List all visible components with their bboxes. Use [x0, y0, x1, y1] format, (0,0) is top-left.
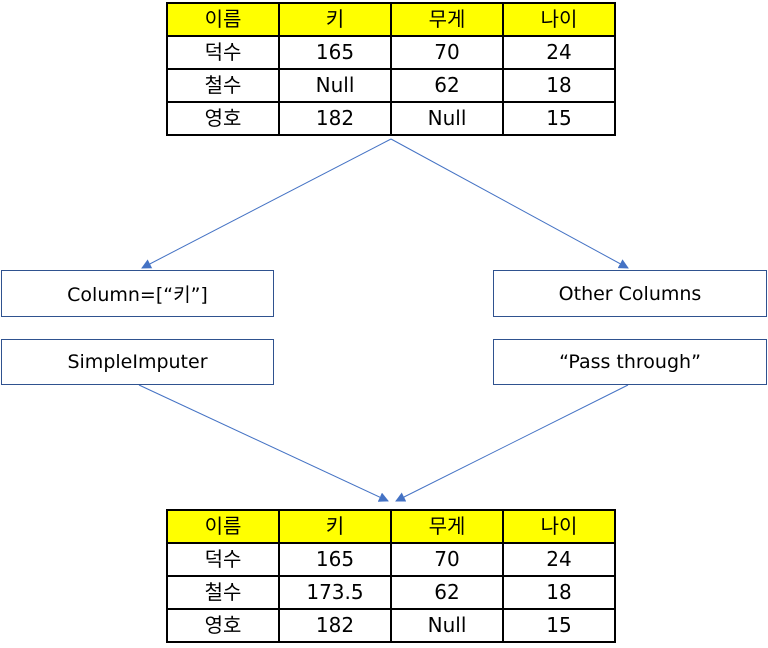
table-row: 영호 182 Null 15: [166, 608, 616, 643]
table-cell: 15: [502, 101, 616, 136]
input-header-name: 이름: [166, 2, 280, 37]
output-header-name: 이름: [166, 509, 280, 544]
table-cell: 62: [390, 68, 504, 103]
table-row: 철수 173.5 62 18: [166, 575, 616, 610]
table-cell: 철수: [166, 575, 280, 610]
table-row: 덕수 165 70 24: [166, 542, 616, 577]
table-cell: 24: [502, 542, 616, 577]
table-row: 철수 Null 62 18: [166, 68, 616, 103]
table-cell: 173.5: [278, 575, 392, 610]
output-table-header-row: 이름 키 무게 나이: [166, 509, 616, 544]
table-cell: 18: [502, 575, 616, 610]
output-header-weight: 무게: [390, 509, 504, 544]
table-cell: 15: [502, 608, 616, 643]
table-cell: 24: [502, 35, 616, 70]
simple-imputer-label: SimpleImputer: [67, 351, 208, 373]
input-table: 이름 키 무게 나이 덕수 165 70 24 철수 Null 62 18 영호…: [166, 2, 616, 136]
merge-arrow-right: [395, 384, 629, 502]
table-cell: 165: [278, 35, 392, 70]
input-table-header-row: 이름 키 무게 나이: [166, 2, 616, 37]
output-table: 이름 키 무게 나이 덕수 165 70 24 철수 173.5 62 18 영…: [166, 509, 616, 643]
table-cell: 182: [278, 608, 392, 643]
split-arrow-left: [141, 138, 392, 269]
pass-through-label: “Pass through”: [559, 351, 701, 373]
table-cell: 영호: [166, 101, 280, 136]
output-header-height: 키: [278, 509, 392, 544]
table-cell: Null: [390, 608, 504, 643]
other-columns-box: Other Columns: [493, 270, 767, 317]
table-cell: 70: [390, 542, 504, 577]
table-cell: 덕수: [166, 35, 280, 70]
input-header-weight: 무게: [390, 2, 504, 37]
table-cell: 70: [390, 35, 504, 70]
input-header-height: 키: [278, 2, 392, 37]
left-column-selector-label: Column=[“키”]: [67, 284, 208, 306]
table-cell: 영호: [166, 608, 280, 643]
table-cell: 18: [502, 68, 616, 103]
table-cell: Null: [390, 101, 504, 136]
table-row: 영호 182 Null 15: [166, 101, 616, 136]
table-cell: 62: [390, 575, 504, 610]
table-row: 덕수 165 70 24: [166, 35, 616, 70]
merge-arrow-left: [138, 384, 389, 502]
table-cell: 182: [278, 101, 392, 136]
other-columns-label: Other Columns: [558, 282, 702, 305]
table-cell: 덕수: [166, 542, 280, 577]
output-header-age: 나이: [502, 509, 616, 544]
input-header-age: 나이: [502, 2, 616, 37]
table-cell: 철수: [166, 68, 280, 103]
simple-imputer-box: SimpleImputer: [1, 339, 274, 385]
left-column-selector-box: Column=[“키”]: [1, 270, 274, 317]
table-cell: Null: [278, 68, 392, 103]
split-arrow-right: [390, 138, 629, 269]
pass-through-box: “Pass through”: [493, 339, 767, 385]
table-cell: 165: [278, 542, 392, 577]
